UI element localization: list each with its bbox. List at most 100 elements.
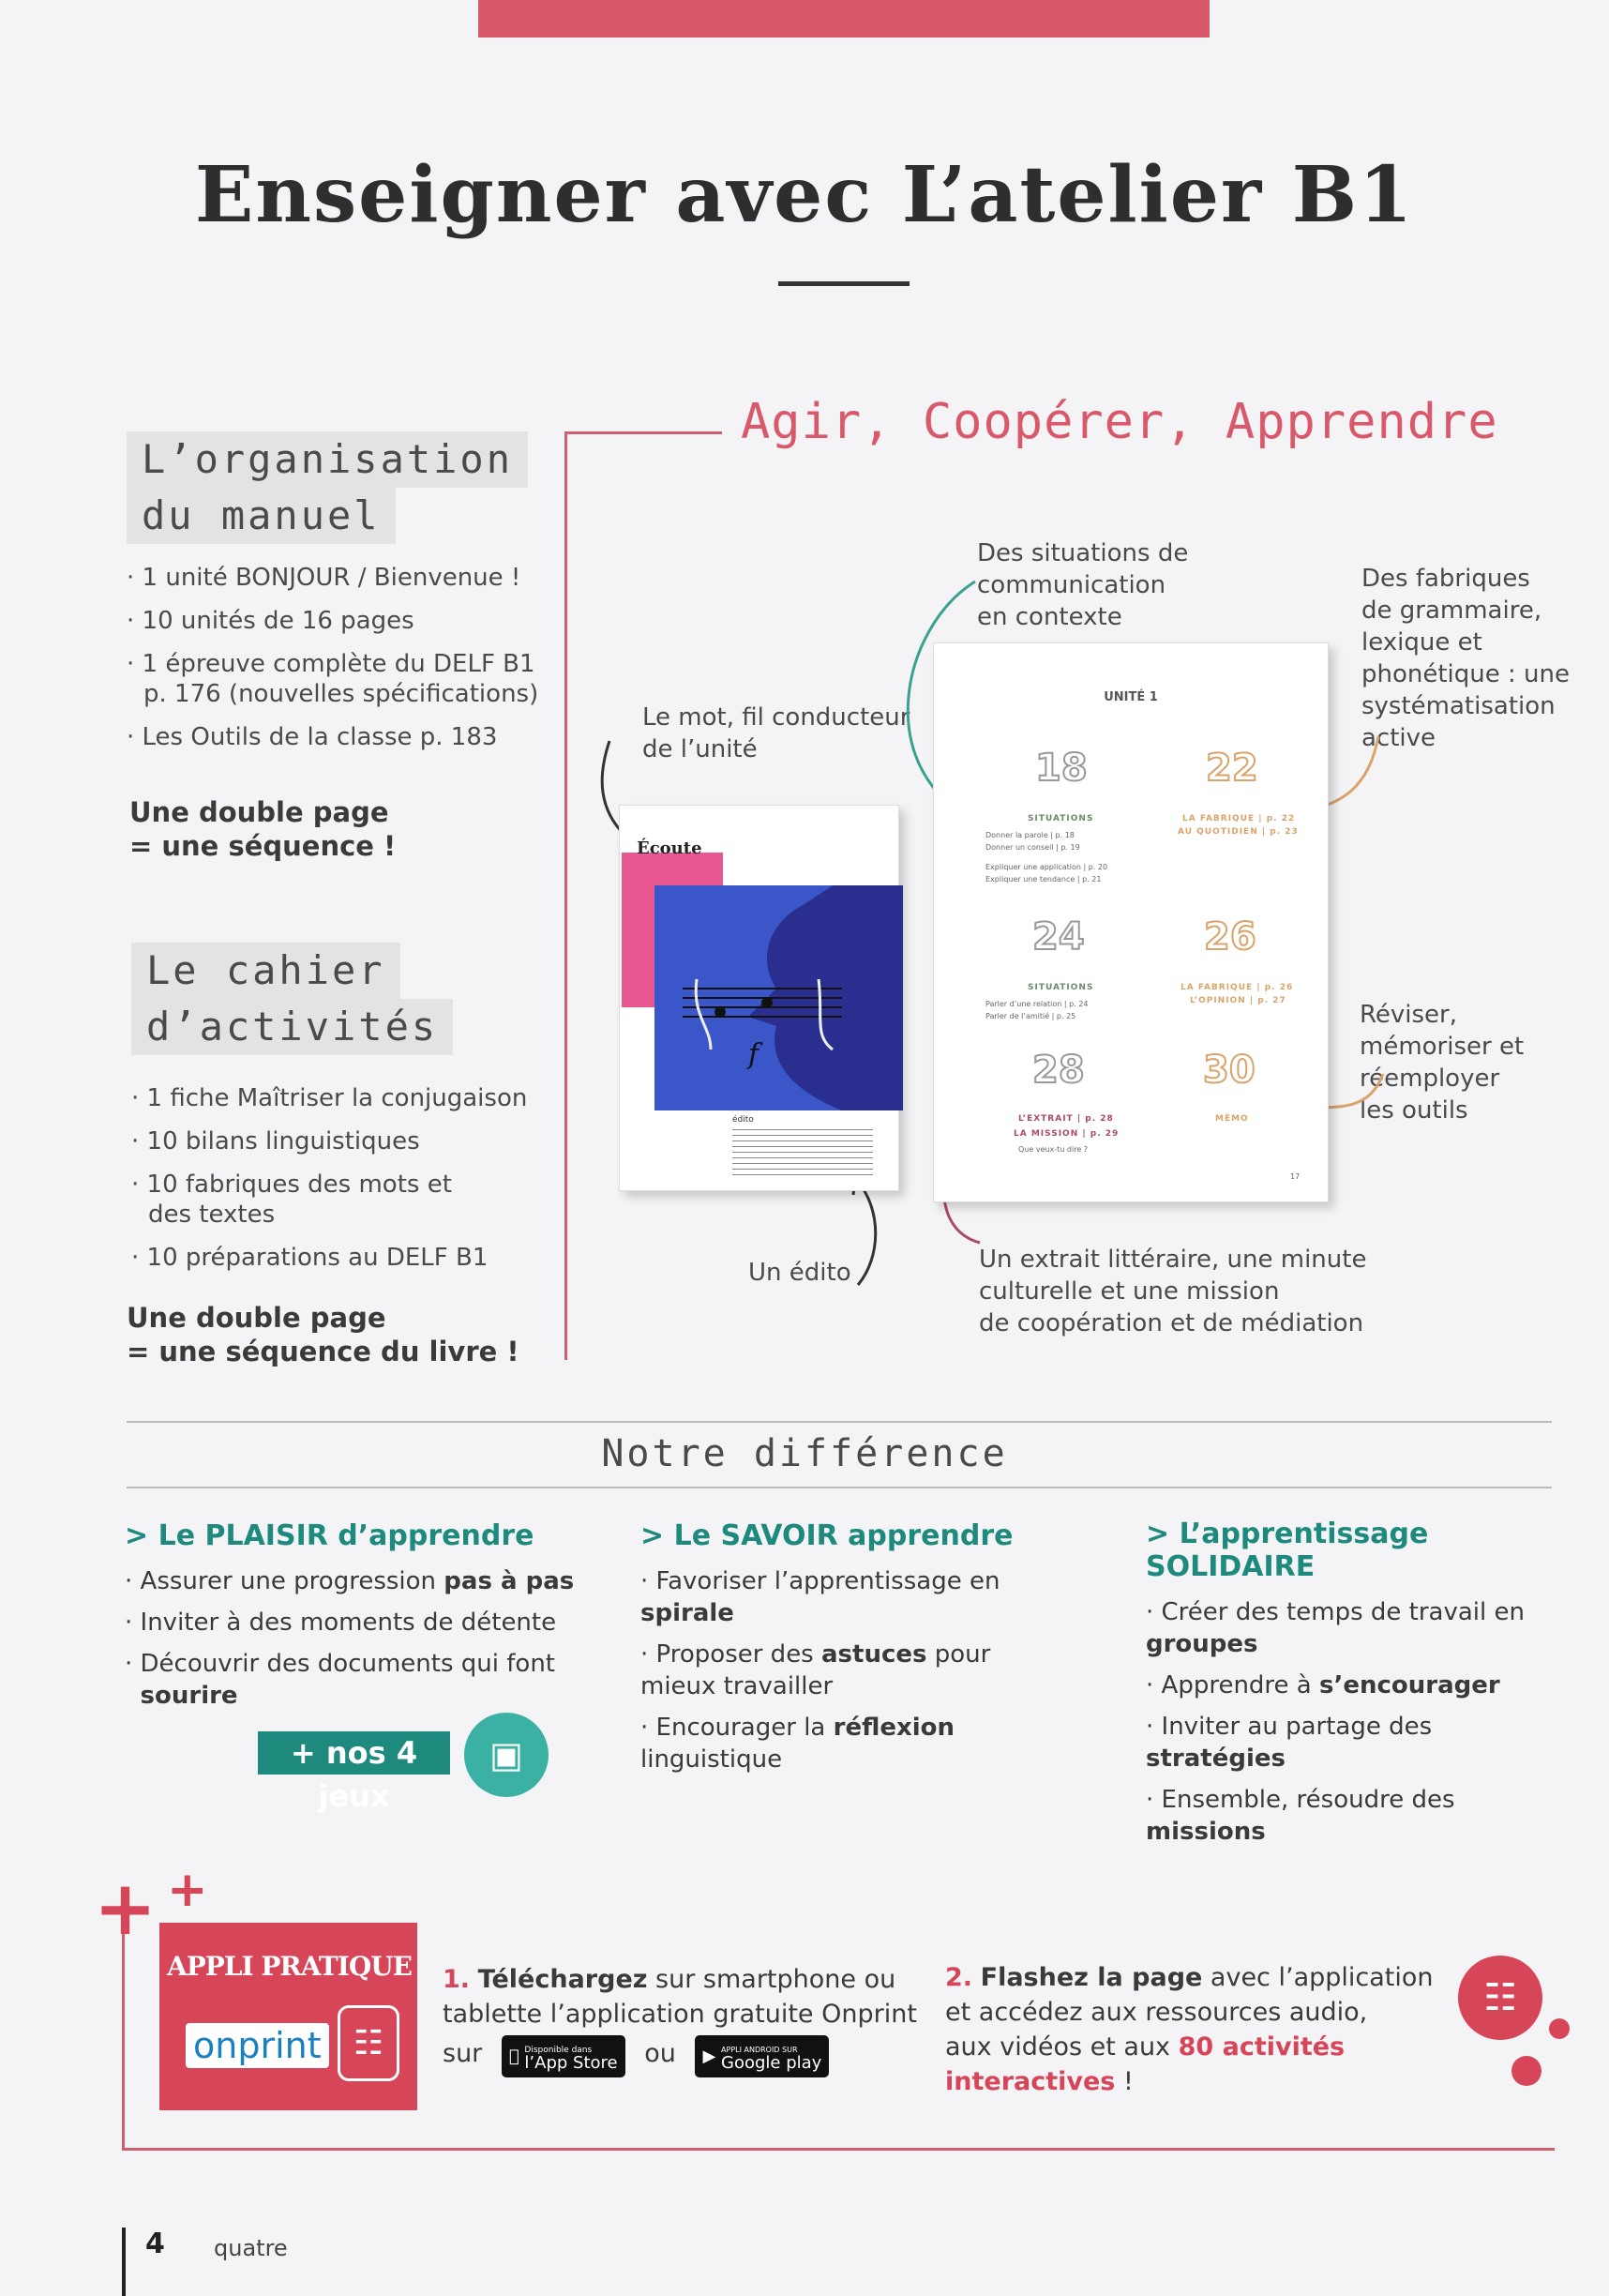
step-1-line2: tablette l’application gratuite Onprint [443,2000,917,2029]
edito-label: édito [732,1115,754,1125]
cahier-title-2: d’activités [131,999,454,1055]
page-number: 4 [145,2228,165,2260]
step-1-bold: Téléchargez [477,1965,648,1994]
list-item: Favoriser l’apprentissage en spirale [640,1565,1072,1629]
list-item: 1 fiche Maîtriser la conjugaison [131,1083,563,1113]
annotation-line: Un extrait littéraire, une minute [979,1246,1367,1274]
label-situations-24: SITUATIONS [1028,983,1094,992]
col-list-solidaire: Créer des temps de travail en groupes Ap… [1146,1596,1558,1848]
toc-line: Donner un conseil | p. 19 [985,843,1080,852]
page-footer-number: 17 [1290,1172,1301,1181]
book-right-page: UNITÉ 1 18 SITUATIONS Donner la parole |… [933,642,1329,1202]
apple-icon:  [509,2047,519,2066]
step-1-sur: sur [443,2039,483,2068]
list-item: 10 préparations au DELF B1 [131,1243,563,1273]
decor-dot [1511,2056,1541,2086]
appli-frame [122,1913,1555,2151]
annotation-line: de grammaire, [1361,597,1542,625]
annotation-line: les outils [1360,1096,1468,1125]
annotation-line: de l’unité [642,735,758,763]
toc-line: Parler de l’amitié | p. 25 [985,1012,1076,1020]
label-situations: SITUATIONS [1028,814,1094,823]
google-play-button[interactable]: ▶ APPLI ANDROID SUR Google play [695,2035,830,2077]
onprint-logo: onprint [186,2023,329,2068]
page-number-28: 28 [1031,1048,1086,1093]
cahier-section: Le cahier d’activités [131,943,454,1055]
list-item-cont: des textes [148,1201,276,1229]
list-item: 10 bilans linguistiques [131,1126,563,1156]
difference-rule-top [127,1421,1552,1423]
annotation-line: active [1361,724,1436,752]
game-phone-icon[interactable]: ▣ [464,1713,549,1797]
step-1-num: 1. [443,1965,471,1994]
list-item: 1 épreuve complète du DELF B1 [127,649,558,679]
page-number-30: 30 [1202,1048,1256,1093]
situations-list: Donner la parole | p. 18 Donner un conse… [985,829,1107,885]
org-note: Une double page = une séquence ! [129,795,396,863]
blue-illustration: f [654,885,903,1110]
annotation-line: réemployer [1360,1065,1500,1093]
list-item: Inviter à des moments de détente [125,1607,594,1639]
title-underline [778,281,910,286]
toc-line: Expliquer une tendance | p. 21 [985,875,1102,884]
list-item: Apprendre à s’encourager [1146,1669,1558,1701]
annotation-line: Le mot, fil conducteur [642,703,910,732]
annotation-line: en contexte [977,603,1122,631]
annotation-line: systématisation [1361,692,1556,720]
footer-bar [122,2228,126,2296]
plus-icon: + [167,1862,208,1918]
phone-scan-icon[interactable]: ☷ [1458,1956,1542,2040]
col-head-plaisir: > Le PLAISIR d’apprendre [125,1519,534,1552]
cahier-title-1: Le cahier [131,943,400,999]
list-item: Encourager la réflexion linguistique [640,1712,1072,1775]
phone-scan-icon: ☷ [338,2005,399,2081]
annotation-line: mémoriser et [1360,1033,1525,1061]
col-savoir: > Le SAVOIR apprendre Favoriser l’appren… [640,1519,1100,1785]
col-list-plaisir: Assurer une progression pas à pas Invite… [125,1565,594,1712]
annotation-situations: Des situations de communication en conte… [977,537,1188,633]
step-2-bold: Flashez la page [980,1963,1203,1992]
org-title-1: L’organisation [127,431,529,488]
appli-title: APPLI PRATIQUE [167,1951,413,1982]
difference-title: Notre différence [601,1432,1008,1475]
list-item: Créer des temps de travail en groupes [1146,1596,1558,1660]
label-mission: LA MISSION | p. 29 [1014,1129,1120,1139]
label-memo: MÉMO [1215,1114,1249,1124]
page-number-18: 18 [1034,746,1089,791]
list-item: Proposer des astuces pour mieux travaill… [640,1639,1072,1702]
step-2-num: 2. [945,1963,973,1992]
step-1-ou: ou [628,2039,676,2068]
jeux-badge[interactable]: + nos 4 jeux [258,1731,450,1814]
appli-box: APPLI PRATIQUE onprint ☷ [159,1923,417,2110]
situations-list-24: Parler d’une relation | p. 24 Parler de … [985,998,1088,1022]
unite-label: UNITÉ 1 [1104,690,1158,704]
toc-line: Expliquer une application | p. 20 [985,863,1108,871]
col-plaisir: > Le PLAISIR d’apprendre Assurer une pro… [125,1519,594,1721]
edito-text-lines [732,1129,873,1176]
list-item: Inviter au partage des stratégies [1146,1711,1558,1775]
label-opinion: L’OPINION | p. 27 [1190,996,1286,1005]
svg-text:f: f [746,1038,763,1071]
step-2-line2: et accédez aux ressources audio, [945,1998,1368,2027]
page-title: Enseigner avec L’atelier B1 [194,150,1415,240]
difference-rule-bottom [127,1487,1552,1488]
music-illustration-icon: f [683,885,903,1110]
app-store-button[interactable]:  Disponible dans l’App Store [501,2035,625,2077]
divider-vertical [564,431,567,1360]
page-number-26: 26 [1203,914,1257,959]
top-color-bar [478,0,1210,38]
step-1: 1. Téléchargez sur smartphone ou tablett… [443,1962,930,2077]
label-fabrique-22: LA FABRIQUE | p. 22 [1182,814,1296,823]
list-item: 10 fabriques des mots et [131,1170,563,1200]
annotation-line: de coopération et de médiation [979,1309,1364,1337]
org-note-1: Une double page [129,796,389,828]
col-head-solidaire: > L’apprentissage SOLIDAIRE [1146,1518,1429,1583]
step-2-highlight: 80 activités interactives [945,2032,1346,2096]
col-solidaire: > L’apprentissage SOLIDAIRE Créer des te… [1146,1518,1586,1857]
list-item-cont: p. 176 (nouvelles spécifications) [143,680,539,708]
org-section: L’organisation du manuel [127,431,529,544]
annotation-line: phonétique : une [1361,660,1571,688]
annotation-line: lexique et [1361,628,1482,657]
annotation-line: Réviser, [1360,1001,1457,1029]
label-quotidien: AU QUOTIDIEN | p. 23 [1178,827,1299,837]
